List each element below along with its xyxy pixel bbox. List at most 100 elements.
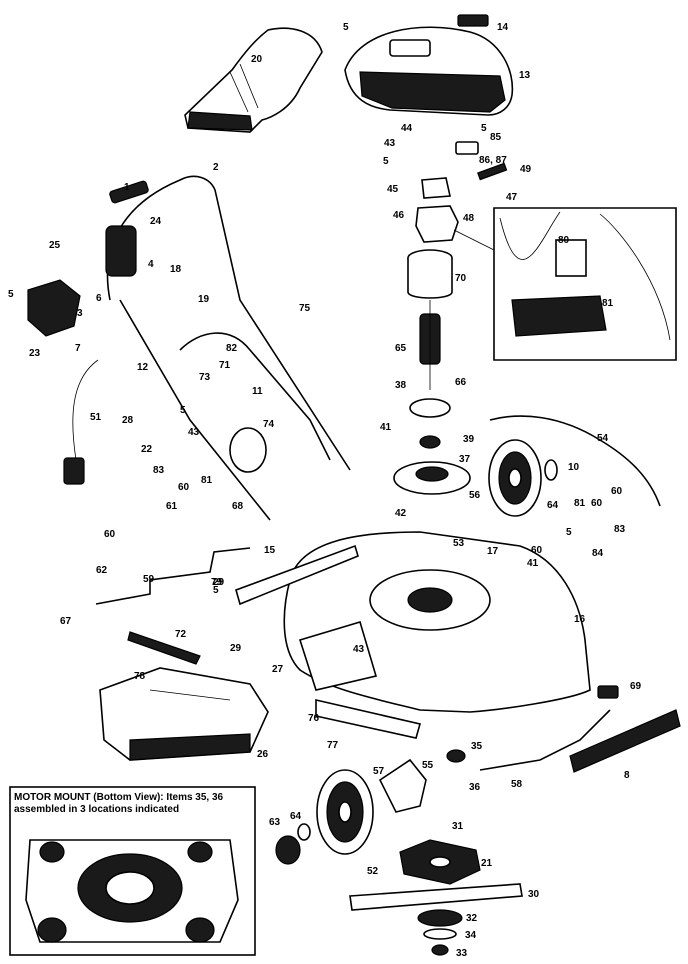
- callout-32: 32: [466, 913, 478, 924]
- part-8-rear-bar: [569, 709, 681, 773]
- callout-83: 83: [614, 524, 626, 535]
- callout-31: 31: [452, 821, 464, 832]
- callout-62: 62: [96, 565, 108, 576]
- callout-61: 61: [166, 501, 178, 512]
- callout-53: 53: [453, 538, 465, 549]
- callout-30: 30: [528, 889, 540, 900]
- callout-70: 70: [455, 273, 467, 284]
- part-69-spring: [597, 685, 619, 699]
- callout-38: 38: [395, 380, 407, 391]
- part-59-height-bar: [95, 547, 251, 605]
- part-58-height-bar: [479, 709, 611, 771]
- callout-68: 68: [232, 501, 244, 512]
- callout-labels: 1 2 3 4 5 5 5 5 5 5 5 6 7 8 10 11 12 13 …: [8, 22, 642, 959]
- part-70-motor-can: [407, 249, 453, 299]
- part-51-cord: [63, 359, 99, 485]
- callout-36: 36: [469, 782, 481, 793]
- callout-34: 34: [465, 930, 477, 941]
- inset-detail-box: [453, 207, 677, 361]
- callout-5: 5: [180, 405, 186, 416]
- callout-29: 29: [213, 577, 225, 588]
- callout-80: 80: [558, 235, 570, 246]
- callout-51: 51: [90, 412, 102, 423]
- callout-3: 3: [77, 308, 83, 319]
- part-34-washer: [423, 928, 457, 940]
- callout-49: 49: [520, 164, 532, 175]
- part-39-bearing: [419, 435, 441, 449]
- callout-24: 24: [150, 216, 162, 227]
- callout-13: 13: [519, 70, 531, 81]
- callout-17: 17: [487, 546, 499, 557]
- callout-63: 63: [269, 817, 281, 828]
- part-21-fan: [399, 839, 481, 885]
- callout-46: 46: [393, 210, 405, 221]
- callout-57: 57: [373, 766, 385, 777]
- callout-81: 81: [201, 475, 213, 486]
- callout-66: 66: [455, 377, 467, 388]
- part-38-bracket: [409, 398, 451, 418]
- callout-28: 28: [122, 415, 134, 426]
- callout-33: 33: [456, 948, 468, 959]
- callout-77: 77: [327, 740, 339, 751]
- callout-67: 67: [60, 616, 72, 627]
- callout-60: 60: [178, 482, 190, 493]
- part-57-pivot: [378, 758, 427, 813]
- callout-18: 18: [170, 264, 182, 275]
- part-30-blade: [349, 883, 523, 911]
- callout-58: 58: [511, 779, 523, 790]
- motor-mount-inset: [9, 786, 256, 956]
- callout-54: 54: [597, 433, 609, 444]
- callout-20: 20: [251, 54, 263, 65]
- callout-81: 81: [602, 298, 614, 309]
- callout-4: 4: [148, 259, 154, 270]
- callout-73: 73: [199, 372, 211, 383]
- part-76-bracket: [315, 698, 422, 739]
- callout-41: 41: [527, 558, 539, 569]
- part-37-mount-plate: [393, 461, 471, 495]
- part-35-mount: [446, 749, 466, 763]
- callout-39: 39: [463, 434, 475, 445]
- callout-42: 42: [395, 508, 407, 519]
- callout-1: 1: [124, 182, 130, 193]
- callout-59: 59: [143, 574, 155, 585]
- callout-83: 83: [153, 465, 165, 476]
- callout-26: 26: [257, 749, 269, 760]
- callout-47: 47: [506, 192, 518, 203]
- callout-23: 23: [29, 348, 41, 359]
- callout-85: 85: [490, 132, 502, 143]
- part-wheel-rear-right: [488, 439, 558, 517]
- part-46-switch-housing: [415, 141, 508, 243]
- part-13-motor-cover: [344, 26, 514, 116]
- callout-5: 5: [8, 289, 14, 300]
- part-52-front-wheel: [316, 769, 374, 855]
- callout-55: 55: [422, 760, 434, 771]
- motor-mount-caption: MOTOR MOUNT (Bottom View): Items 35, 36 …: [14, 792, 252, 816]
- callout-43: 43: [353, 644, 365, 655]
- part-54-axle: [489, 415, 661, 507]
- callout-69: 69: [630, 681, 642, 692]
- callout-56: 56: [469, 490, 481, 501]
- callout-60: 60: [591, 498, 603, 509]
- callout-45: 45: [387, 184, 399, 195]
- part-63-hubcap: [275, 835, 301, 865]
- callout-86-87: 86, 87: [479, 155, 507, 166]
- callout-22: 22: [141, 444, 153, 455]
- callout-14: 14: [497, 22, 509, 33]
- callout-78: 78: [134, 671, 146, 682]
- callout-71: 71: [219, 360, 231, 371]
- callout-21: 21: [481, 858, 493, 869]
- part-15-baffle: [235, 544, 359, 606]
- callout-64: 64: [290, 811, 302, 822]
- callout-60: 60: [531, 545, 543, 556]
- callout-37: 37: [459, 454, 471, 465]
- callout-84: 84: [592, 548, 604, 559]
- callout-12: 12: [137, 362, 149, 373]
- part-20-deflector: [184, 27, 323, 133]
- callout-5: 5: [481, 123, 487, 134]
- part-26-grass-bag: [99, 667, 269, 761]
- callout-16: 16: [574, 614, 586, 625]
- callout-8: 8: [624, 770, 630, 781]
- part-handle-assembly: [105, 175, 351, 521]
- callout-44: 44: [401, 123, 413, 134]
